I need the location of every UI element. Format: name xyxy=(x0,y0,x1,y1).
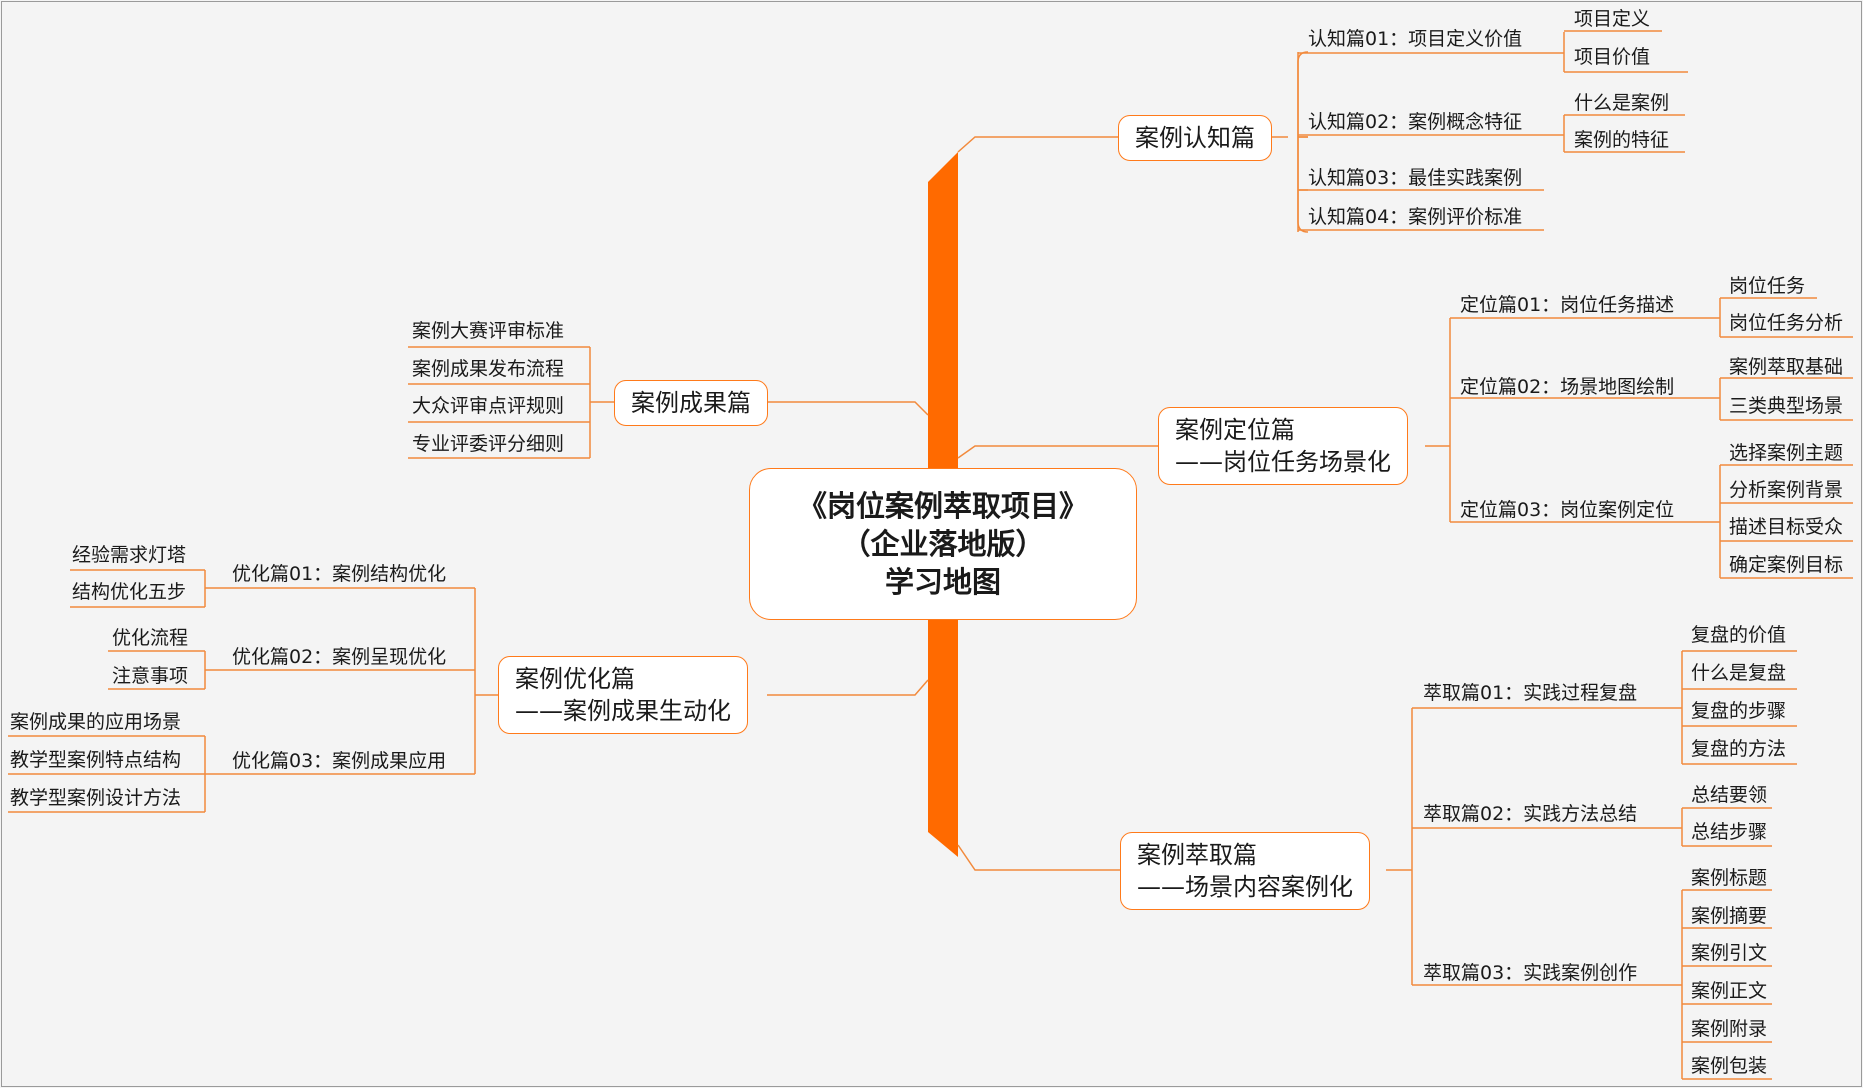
youhua-leaf-3-3[interactable]: 教学型案例设计方法 xyxy=(10,787,182,809)
cuiqu-leaf-1-2[interactable]: 什么是复盘 xyxy=(1691,662,1787,684)
youhua-sub-1[interactable]: 优化篇01：案例结构优化 xyxy=(232,563,447,585)
dingwei-leaf-1-1[interactable]: 岗位任务 xyxy=(1729,275,1806,297)
root-title-line2: （企业落地版） xyxy=(841,527,1045,561)
branch-youhua-title-line1: 案例优化篇 xyxy=(515,665,635,693)
chengguo-leaf-4[interactable]: 专业评委评分细则 xyxy=(412,433,565,455)
youhua-leaf-2-2[interactable]: 注意事项 xyxy=(112,665,189,687)
renzhi-leaf-1-2[interactable]: 项目价值 xyxy=(1574,46,1651,68)
dingwei-sub-1[interactable]: 定位篇01：岗位任务描述 xyxy=(1460,294,1675,316)
dingwei-leaf-3-3[interactable]: 描述目标受众 xyxy=(1729,516,1844,538)
youhua-leaf-3-1[interactable]: 案例成果的应用场景 xyxy=(10,711,182,733)
youhua-leaf-3-2[interactable]: 教学型案例特点结构 xyxy=(10,749,182,771)
dingwei-leaf-3-2[interactable]: 分析案例背景 xyxy=(1729,479,1844,501)
cuiqu-sub-2[interactable]: 萃取篇02：实践方法总结 xyxy=(1423,803,1638,825)
cuiqu-leaf-3-2[interactable]: 案例摘要 xyxy=(1691,905,1768,927)
chengguo-leaf-2[interactable]: 案例成果发布流程 xyxy=(412,358,565,380)
chengguo-leaf-1[interactable]: 案例大赛评审标准 xyxy=(412,320,565,342)
cuiqu-leaf-3-3[interactable]: 案例引文 xyxy=(1691,942,1768,964)
youhua-sub-3[interactable]: 优化篇03：案例成果应用 xyxy=(232,750,447,772)
renzhi-sub-2[interactable]: 认知篇02：案例概念特征 xyxy=(1308,111,1523,133)
cuiqu-sub-3[interactable]: 萃取篇03：实践案例创作 xyxy=(1423,962,1638,984)
dingwei-sub-2[interactable]: 定位篇02：场景地图绘制 xyxy=(1460,376,1675,398)
renzhi-leaf-1-1[interactable]: 项目定义 xyxy=(1574,8,1651,30)
cuiqu-leaf-1-1[interactable]: 复盘的价值 xyxy=(1691,624,1787,646)
branch-connectors xyxy=(8,30,1853,1080)
renzhi-sub-1[interactable]: 认知篇01：项目定义价值 xyxy=(1308,28,1523,50)
root-node: 《岗位案例萃取项目》 （企业落地版） 学习地图 xyxy=(749,468,1137,620)
branch-cuiqu-title-line1: 案例萃取篇 xyxy=(1137,841,1257,869)
branch-youhua[interactable]: 案例优化篇 ——案例成果生动化 xyxy=(498,656,748,734)
cuiqu-leaf-2-2[interactable]: 总结步骤 xyxy=(1691,821,1768,843)
youhua-leaf-1-2[interactable]: 结构优化五步 xyxy=(72,581,187,603)
dingwei-leaf-2-1[interactable]: 案例萃取基础 xyxy=(1729,356,1844,378)
cuiqu-sub-1[interactable]: 萃取篇01：实践过程复盘 xyxy=(1423,682,1638,704)
branch-cuiqu[interactable]: 案例萃取篇 ——场景内容案例化 xyxy=(1120,832,1370,910)
dingwei-leaf-2-2[interactable]: 三类典型场景 xyxy=(1729,395,1844,417)
branch-renzhi-title: 案例认知篇 xyxy=(1135,124,1255,152)
renzhi-sub-4[interactable]: 认知篇04：案例评价标准 xyxy=(1308,206,1523,228)
cuiqu-leaf-1-4[interactable]: 复盘的方法 xyxy=(1691,738,1787,760)
renzhi-leaf-2-1[interactable]: 什么是案例 xyxy=(1574,92,1670,114)
cuiqu-leaf-3-4[interactable]: 案例正文 xyxy=(1691,980,1768,1002)
renzhi-leaf-2-2[interactable]: 案例的特征 xyxy=(1574,129,1670,151)
branch-chengguo-title: 案例成果篇 xyxy=(631,389,751,417)
cuiqu-leaf-3-1[interactable]: 案例标题 xyxy=(1691,867,1768,889)
dingwei-leaf-3-1[interactable]: 选择案例主题 xyxy=(1729,442,1844,464)
cuiqu-leaf-3-6[interactable]: 案例包装 xyxy=(1691,1055,1768,1077)
branch-dingwei[interactable]: 案例定位篇 ——岗位任务场景化 xyxy=(1158,407,1408,485)
dingwei-leaf-1-2[interactable]: 岗位任务分析 xyxy=(1729,312,1844,334)
trunk-bar xyxy=(928,152,958,468)
cuiqu-leaf-2-1[interactable]: 总结要领 xyxy=(1691,784,1768,806)
branch-cuiqu-title-line2: ——场景内容案例化 xyxy=(1137,873,1353,901)
renzhi-sub-3[interactable]: 认知篇03：最佳实践案例 xyxy=(1308,167,1523,189)
youhua-leaf-1-1[interactable]: 经验需求灯塔 xyxy=(72,544,187,566)
branch-renzhi[interactable]: 案例认知篇 xyxy=(1118,115,1272,161)
branch-dingwei-title-line1: 案例定位篇 xyxy=(1175,416,1295,444)
cuiqu-leaf-3-5[interactable]: 案例附录 xyxy=(1691,1018,1768,1040)
trunk-bar-lower xyxy=(928,620,958,857)
dingwei-sub-3[interactable]: 定位篇03：岗位案例定位 xyxy=(1460,499,1675,521)
branch-chengguo[interactable]: 案例成果篇 xyxy=(614,380,768,426)
root-title-line3: 学习地图 xyxy=(884,565,1001,599)
dingwei-leaf-3-4[interactable]: 确定案例目标 xyxy=(1729,554,1844,576)
cuiqu-leaf-1-3[interactable]: 复盘的步骤 xyxy=(1691,700,1787,722)
branch-dingwei-title-line2: ——岗位任务场景化 xyxy=(1175,448,1391,476)
chengguo-leaf-3[interactable]: 大众评审点评规则 xyxy=(412,395,565,417)
root-title-line1: 《岗位案例萃取项目》 xyxy=(797,489,1088,523)
youhua-sub-2[interactable]: 优化篇02：案例呈现优化 xyxy=(232,646,447,668)
youhua-leaf-2-1[interactable]: 优化流程 xyxy=(112,627,189,649)
branch-youhua-title-line2: ——案例成果生动化 xyxy=(515,697,731,725)
